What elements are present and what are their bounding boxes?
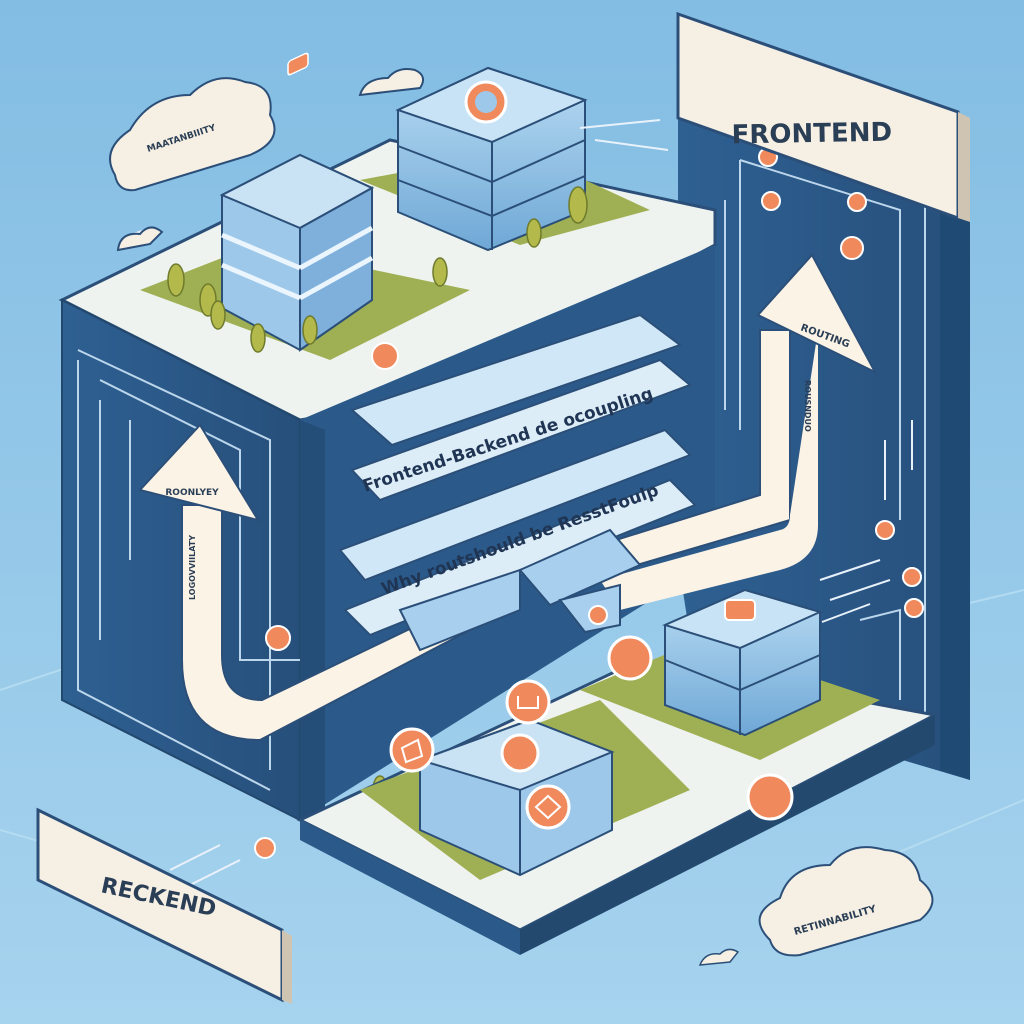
circle-badge-icon <box>525 784 571 830</box>
circle-badge-icon <box>505 679 551 725</box>
frontend-sign: FRONTEND <box>676 11 970 222</box>
routing-side-label: ROUSNDUO <box>803 380 812 432</box>
backend-sign: RECKEND <box>36 807 292 1004</box>
circle-badge-icon <box>847 192 867 212</box>
connector-ramps <box>398 528 642 652</box>
cloud-small-2 <box>116 226 164 252</box>
circle-badge-icon <box>746 773 794 821</box>
server-stack-icon <box>395 66 588 252</box>
tree-icon <box>210 300 226 330</box>
circle-badge-icon <box>254 837 276 859</box>
pin-badges <box>389 635 794 830</box>
circle-badge-icon <box>761 191 781 211</box>
cloud-small-1 <box>358 68 425 97</box>
cloud-maintainability: MAATANBIIITY <box>109 77 276 192</box>
server-stack-icon <box>662 588 823 737</box>
circle-badge-icon <box>875 520 895 540</box>
cloud-icon <box>698 948 740 966</box>
frontend-arrow: ROUTING ROUSNDUO <box>598 253 878 610</box>
backend-arrow: ROONLYEY LOGOVVIILATY <box>138 423 471 742</box>
backend-badges <box>254 625 291 859</box>
circle-badge-icon <box>840 236 864 260</box>
tree-icon <box>302 315 318 345</box>
frontend-badges <box>758 147 924 618</box>
tree-icon <box>526 218 542 248</box>
circle-badge-icon <box>904 598 924 618</box>
circle-badge-icon <box>588 605 608 625</box>
tree-icon <box>432 257 448 287</box>
cloud-icon <box>109 77 276 192</box>
building-icon <box>219 52 375 352</box>
tree-icon <box>568 186 588 224</box>
cloud-rewinability: RETINNABILITY <box>758 846 934 957</box>
cloud-small-3 <box>698 948 740 966</box>
backend-arrow-side-label: LOGOVVIILATY <box>188 535 197 600</box>
circle-badge-icon <box>371 342 399 370</box>
backend-arrow-head-label: ROONLYEY <box>165 488 219 498</box>
tree-icon <box>250 323 266 353</box>
circle-badge-icon <box>265 625 291 651</box>
circle-badge-icon <box>902 567 922 587</box>
circle-badge-icon <box>389 727 435 773</box>
cloud-icon <box>116 226 164 252</box>
building-icon <box>416 718 615 877</box>
cloud-icon <box>358 68 425 97</box>
cloud-icon <box>758 846 934 957</box>
tree-icon <box>167 263 185 297</box>
circle-badge-icon <box>607 635 653 681</box>
frontend-label: FRONTEND <box>731 118 892 151</box>
